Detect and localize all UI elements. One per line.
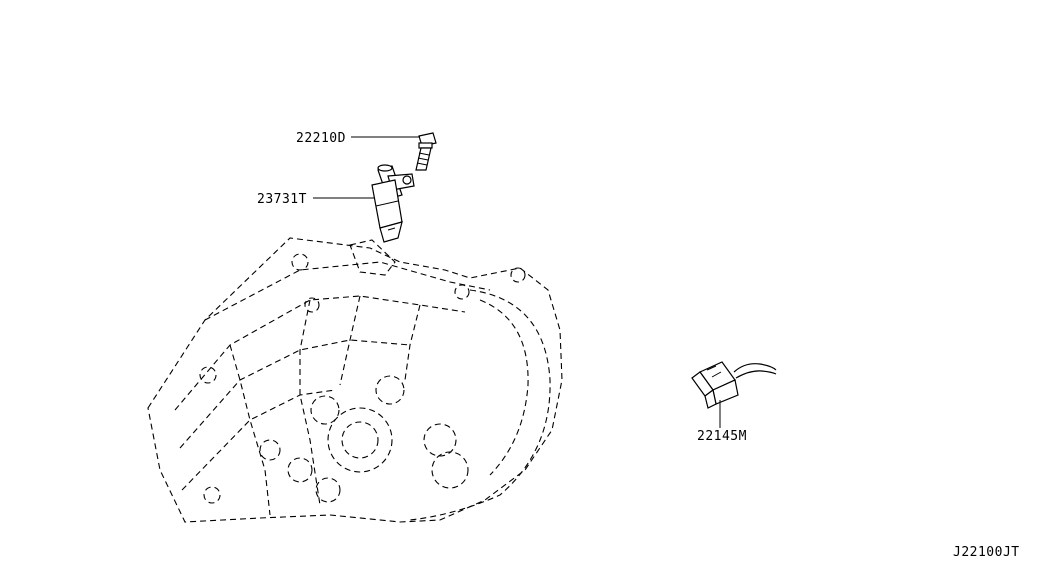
cylindrical-sensor-icon [371,164,415,243]
part-label-22145M: 22145M [697,429,747,444]
bolt-icon [415,132,437,171]
transmission-housing-icon [147,237,563,523]
drawing-id: J22100JT [953,545,1020,560]
part-label-22210D: 22210D [296,131,346,146]
part-label-23731T: 23731T [257,192,307,207]
connector-sensor-icon [691,361,777,428]
